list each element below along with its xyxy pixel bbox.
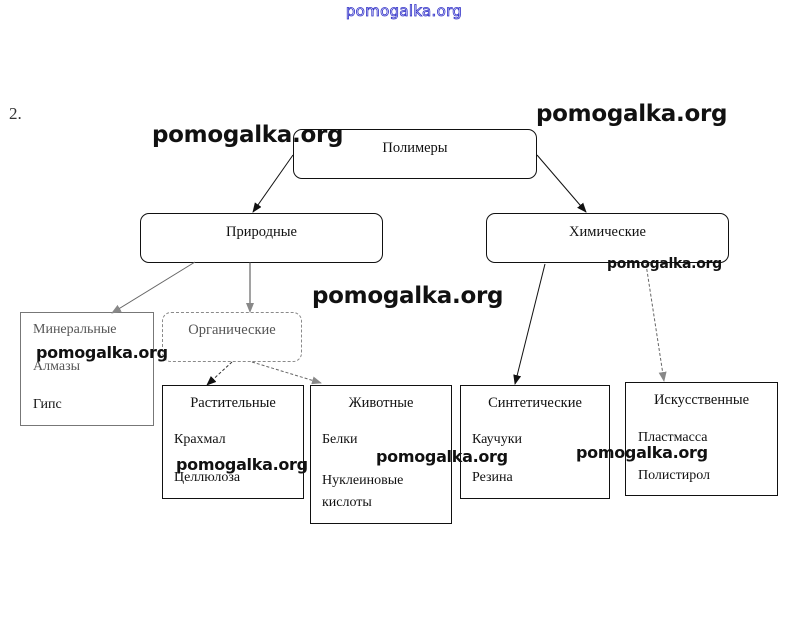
watermark: pomogalka.org	[312, 283, 504, 309]
node-item: Гипс	[33, 397, 62, 412]
node-item: Каучуки	[472, 432, 522, 447]
watermark: pomogalka.org	[576, 443, 708, 462]
node-chemical: Химические	[486, 213, 729, 263]
node-title: Химические	[569, 224, 646, 240]
watermark: pomogalka.org	[607, 256, 722, 272]
node-item: Резина	[472, 470, 513, 485]
edge-natural-mineral	[111, 261, 196, 314]
node-title: Полимеры	[382, 140, 448, 156]
edge-polymers-natural	[252, 154, 294, 213]
node-item: Пластмасса	[638, 430, 708, 445]
header-watermark: pomogalka.org	[345, 2, 463, 21]
node-title: Минеральные	[33, 322, 117, 337]
node-title: Природные	[226, 224, 297, 240]
edge-organic-animal	[251, 361, 322, 385]
watermark: pomogalka.org	[536, 101, 728, 127]
node-title: Органические	[188, 322, 276, 338]
node-title: Синтетические	[488, 395, 582, 411]
edge-organic-plant	[206, 361, 233, 386]
node-organic: Органические	[162, 312, 302, 362]
watermark: pomogalka.org	[152, 122, 344, 148]
edge-chemical-synthetic	[513, 263, 546, 385]
edge-polymers-chemical	[536, 154, 587, 213]
node-item: Белки	[322, 432, 358, 447]
node-item: Алмазы	[33, 359, 81, 374]
node-artificial: Искусственные Пластмасса Полистирол	[625, 382, 778, 496]
node-mineral: Минеральные Алмазы Гипс	[20, 312, 154, 426]
watermark: pomogalka.org	[376, 447, 508, 466]
node-polymers: Полимеры	[293, 129, 537, 179]
node-title: Животные	[348, 395, 414, 411]
node-title: Растительные	[190, 395, 276, 411]
node-title: Искусственные	[653, 392, 750, 408]
node-item: Крахмал	[174, 432, 226, 447]
node-plant: Растительные Крахмал Целлюлоза	[162, 385, 304, 499]
watermark: pomogalka.org	[176, 455, 308, 474]
node-item: Полистирол	[638, 468, 711, 483]
node-item: Нуклеиновые кислоты	[322, 473, 404, 510]
task-number: 2.	[9, 104, 22, 123]
node-synthetic: Синтетические Каучуки Резина	[460, 385, 610, 499]
watermark: pomogalka.org	[36, 343, 168, 362]
node-natural: Природные	[140, 213, 383, 263]
node-item: Целлюлоза	[174, 470, 241, 485]
node-animal: Животные Белки Нуклеиновые кислоты	[310, 385, 452, 524]
edge-chemical-artificial	[645, 263, 667, 382]
